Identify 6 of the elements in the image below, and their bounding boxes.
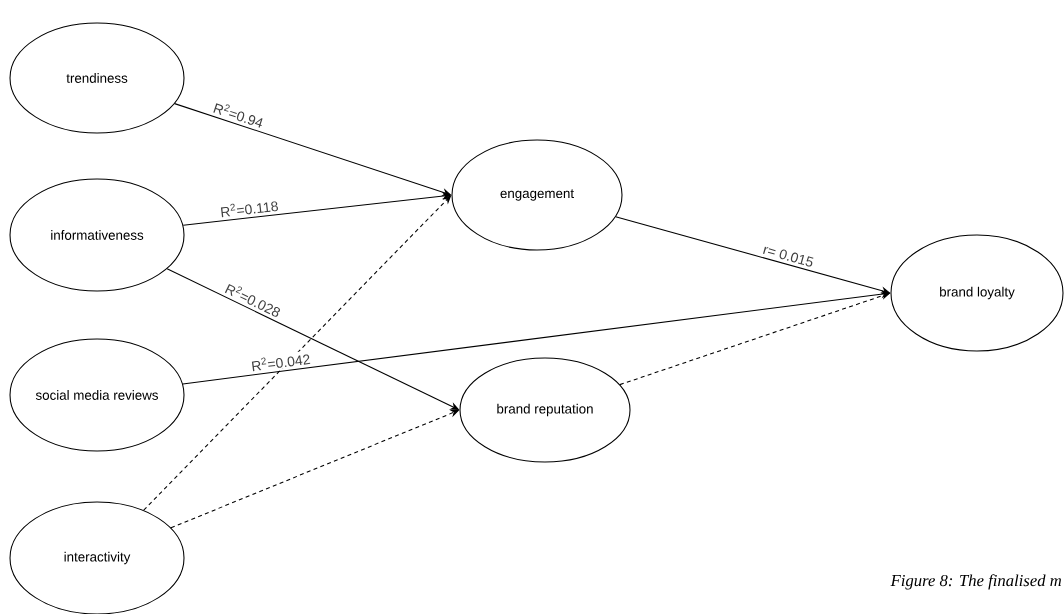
edge-label: R$^{2}$=0.042 bbox=[248, 350, 313, 373]
edge-label: R$^{2}$=0.94 bbox=[210, 98, 267, 131]
edge-label: R$^{2}$=0.118 bbox=[218, 197, 281, 219]
caption: Figure 8: The finalised m bbox=[890, 574, 1062, 590]
arrow bbox=[143, 195, 452, 511]
edge-label: r= 0.015 bbox=[760, 242, 817, 270]
